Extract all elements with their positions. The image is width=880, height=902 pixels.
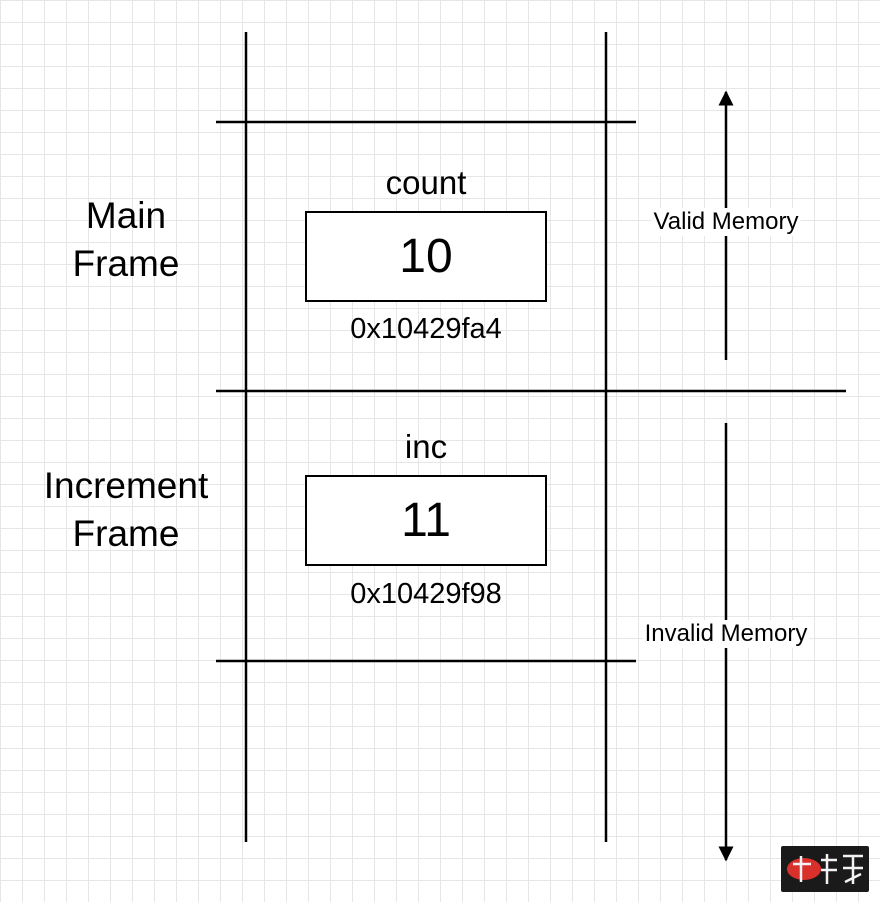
count-value-box: 10 bbox=[305, 211, 547, 302]
inc-variable-name: inc bbox=[404, 428, 448, 465]
main-frame-label-line1: Main bbox=[85, 195, 167, 236]
invalid-memory-label: Invalid Memory bbox=[642, 620, 810, 648]
increment-frame-label: Increment Frame bbox=[36, 462, 216, 558]
main-frame-label: Main Frame bbox=[36, 192, 216, 288]
increment-frame-label-line1: Increment bbox=[43, 465, 209, 506]
main-frame-label-line2: Frame bbox=[72, 243, 180, 284]
count-value: 10 bbox=[399, 230, 453, 283]
watermark-logo bbox=[781, 846, 869, 892]
valid-memory-label: Valid Memory bbox=[651, 208, 801, 236]
inc-value: 11 bbox=[401, 494, 451, 547]
inc-address: 0x10429f98 bbox=[350, 578, 502, 610]
count-address: 0x10429fa4 bbox=[350, 313, 502, 345]
inc-value-box: 11 bbox=[305, 475, 547, 566]
count-variable-name: count bbox=[385, 164, 467, 201]
increment-frame-label-line2: Frame bbox=[72, 513, 180, 554]
